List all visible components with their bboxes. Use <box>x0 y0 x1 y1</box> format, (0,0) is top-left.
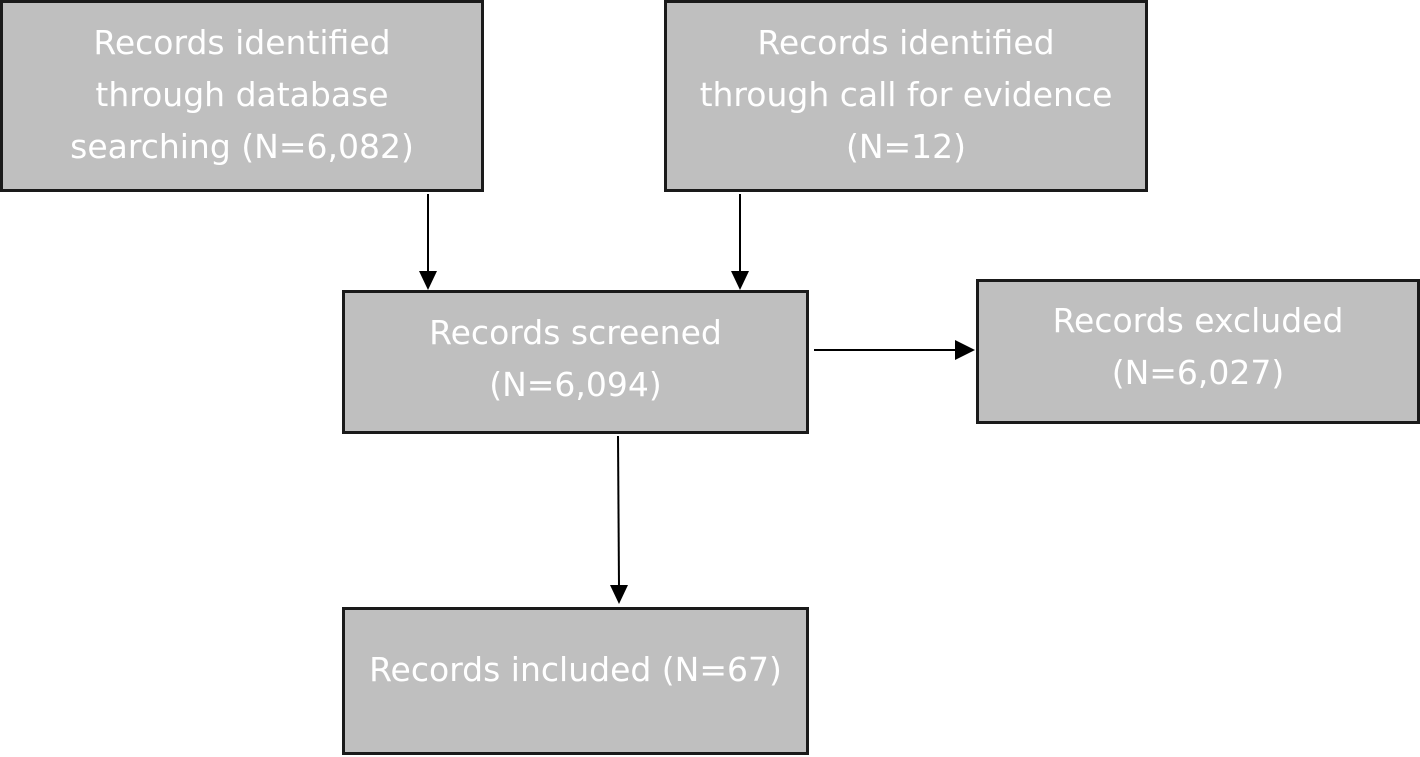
box-screened-line-2: (N=6,094) <box>489 365 662 404</box>
box-excluded-line-2: (N=6,027) <box>1111 353 1285 392</box>
arrow-database-to-screened <box>419 194 437 290</box>
arrow-screened-to-excluded <box>814 340 975 360</box>
box-records-evidence: Records identified through call for evid… <box>664 0 1148 192</box>
box-evidence-line-1: Records identified <box>757 23 1055 62</box>
box-database-line-2: through database <box>95 75 389 114</box>
arrow-evidence-to-screened <box>731 194 749 290</box>
box-records-screened: Records screened (N=6,094) <box>342 290 809 434</box>
box-records-database: Records identified through database sear… <box>0 0 484 192</box>
box-included-line-1: Records included (N=67) <box>369 650 782 689</box>
box-database-line-3: searching (N=6,082) <box>70 127 414 166</box>
box-screened-line-1: Records screened <box>429 313 722 352</box>
box-excluded-line-1: Records excluded <box>1052 301 1344 340</box>
box-evidence-line-2: through call for evidence <box>699 75 1113 114</box>
box-database-line-1: Records identified <box>93 23 391 62</box>
arrow-screened-to-included <box>610 435 628 604</box>
box-records-excluded: Records excluded (N=6,027) <box>976 279 1420 424</box>
box-records-included: Records included (N=67) <box>342 607 809 755</box>
box-evidence-line-3: (N=12) <box>845 127 967 166</box>
